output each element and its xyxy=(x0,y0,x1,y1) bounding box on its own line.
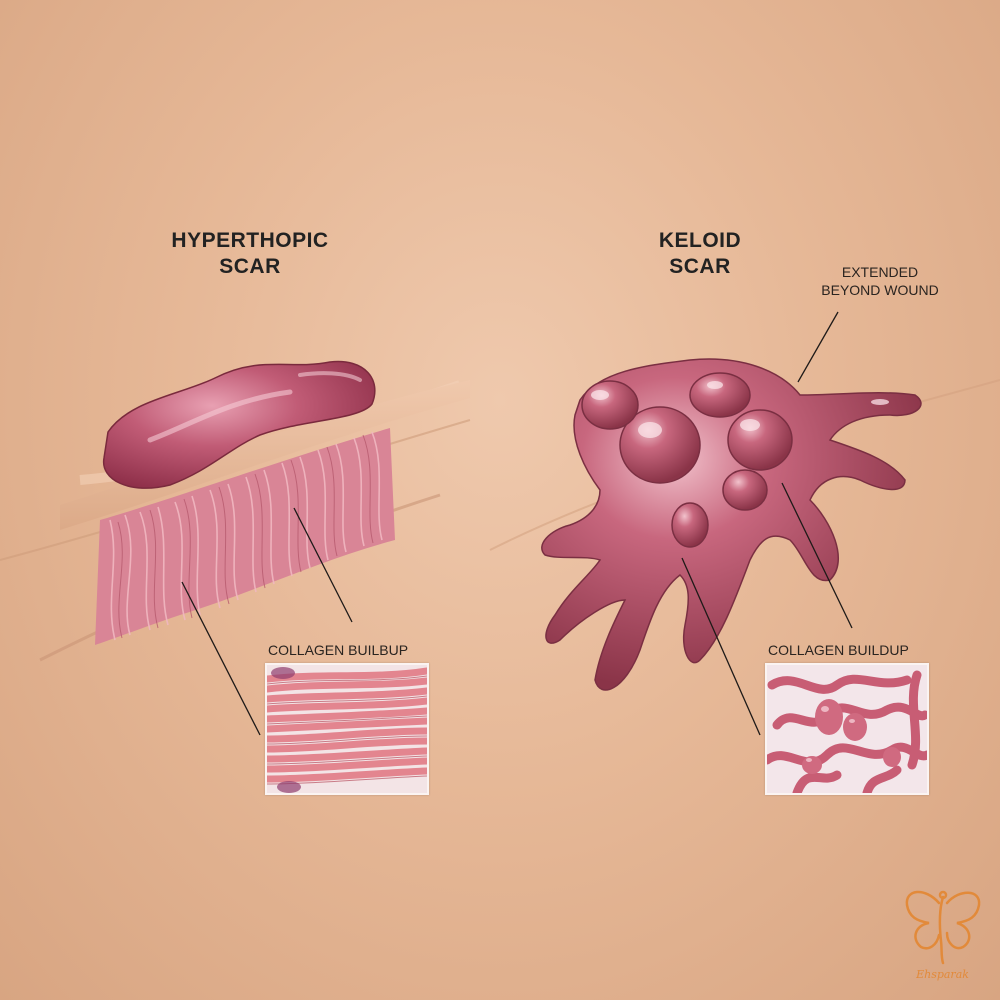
keloid-title-line1: KELOID xyxy=(658,229,742,252)
keloid-title: KELOID SCAR xyxy=(650,228,750,280)
callout-line2: BEYOND WOUND xyxy=(821,282,939,298)
keloid-inset-label: COLLAGEN BUILDUP xyxy=(768,642,909,658)
leader-lines xyxy=(181,311,853,736)
hypertrophic-title-line1: HYPERTHOPIC xyxy=(171,229,329,252)
brand-logo: Ehsparak xyxy=(895,885,990,995)
extended-beyond-wound-callout: EXTENDED BEYOND WOUND xyxy=(800,263,960,299)
keloid-title-line2: SCAR xyxy=(669,255,731,278)
hypertrophic-collagen-inset xyxy=(265,663,429,795)
hypertrophic-scar-mass xyxy=(103,360,376,489)
hypertrophic-inset-label: COLLAGEN BUILBUP xyxy=(268,642,409,658)
keloid-collagen-inset xyxy=(765,663,929,795)
hypertrophic-collagen-fibers xyxy=(95,428,395,645)
callout-line1: EXTENDED xyxy=(841,264,919,280)
butterfly-logo-icon xyxy=(905,890,981,965)
hypertrophic-title: HYPERTHOPIC SCAR xyxy=(150,228,350,280)
logo-text: Ehsparak xyxy=(916,968,969,981)
hypertrophic-title-line2: SCAR xyxy=(219,255,281,278)
